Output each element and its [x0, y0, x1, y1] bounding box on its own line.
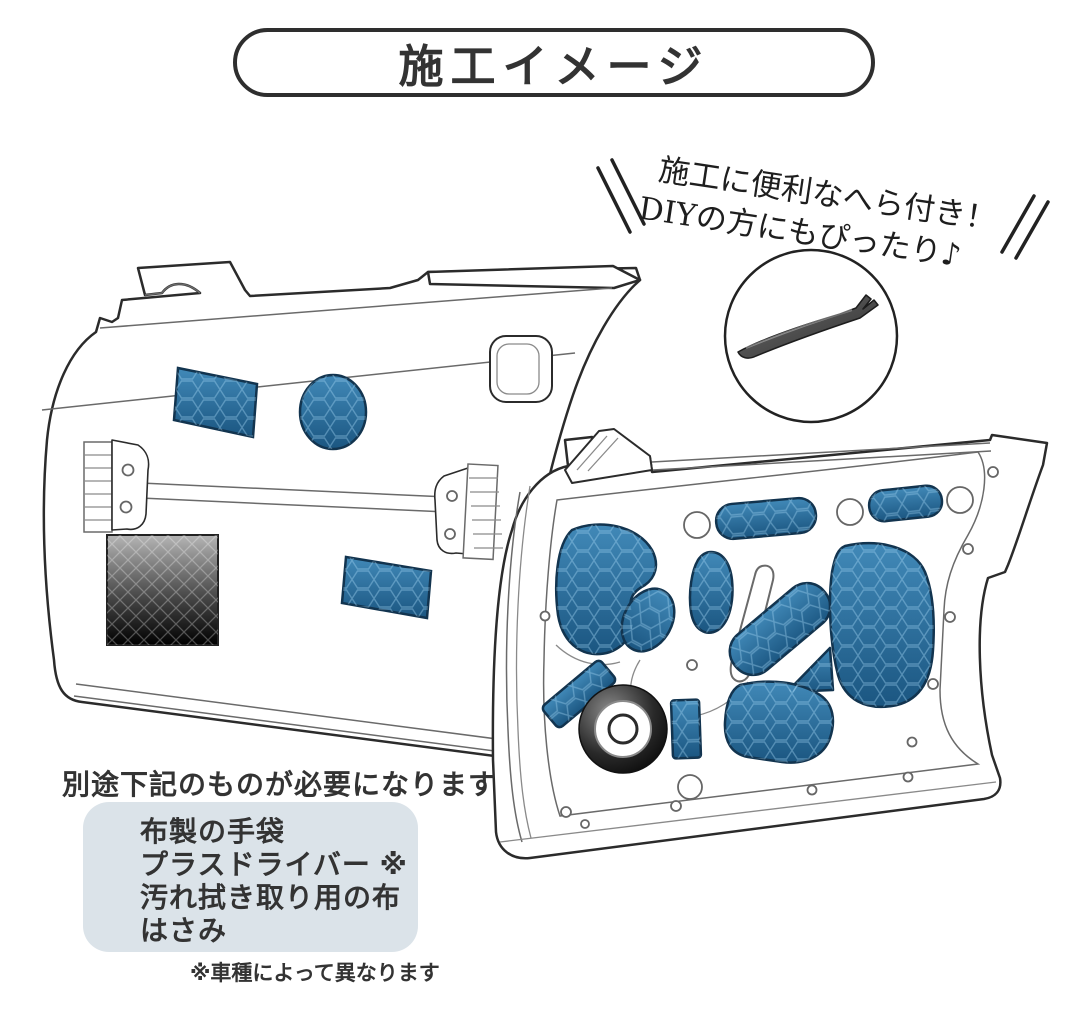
required-items-note: ※車種によって異なります: [190, 962, 440, 985]
required-item: プラスドライバー ※: [140, 849, 408, 880]
beam-bracket-left: [83, 439, 150, 533]
section-title: 施工イメージ: [398, 41, 710, 92]
required-items-heading: 別途下記のものが必要になります: [62, 769, 498, 800]
pry-tool-icon: [737, 294, 879, 359]
right-door-panel: [491, 428, 1049, 860]
section-title-pill: 施工イメージ: [233, 28, 875, 97]
panel-holes: [539, 466, 999, 829]
required-items-box: 布製の手袋 プラスドライバー ※ 汚れ拭き取り用の布 はさみ: [83, 802, 418, 952]
required-item: 汚れ拭き取り用の布: [140, 882, 402, 913]
beam-bracket-right: [433, 463, 503, 561]
tool-circle: [723, 248, 899, 424]
door-speaker: [578, 684, 668, 774]
left-door-panel: [41, 260, 642, 762]
door-impact-beam: [83, 439, 503, 561]
required-item: 布製の手袋: [140, 816, 286, 847]
tagline-slashes: [596, 158, 1050, 260]
required-item: はさみ: [140, 915, 228, 946]
sound-deadening-sheet: [106, 534, 219, 646]
trim-tool-callout: [723, 248, 899, 424]
